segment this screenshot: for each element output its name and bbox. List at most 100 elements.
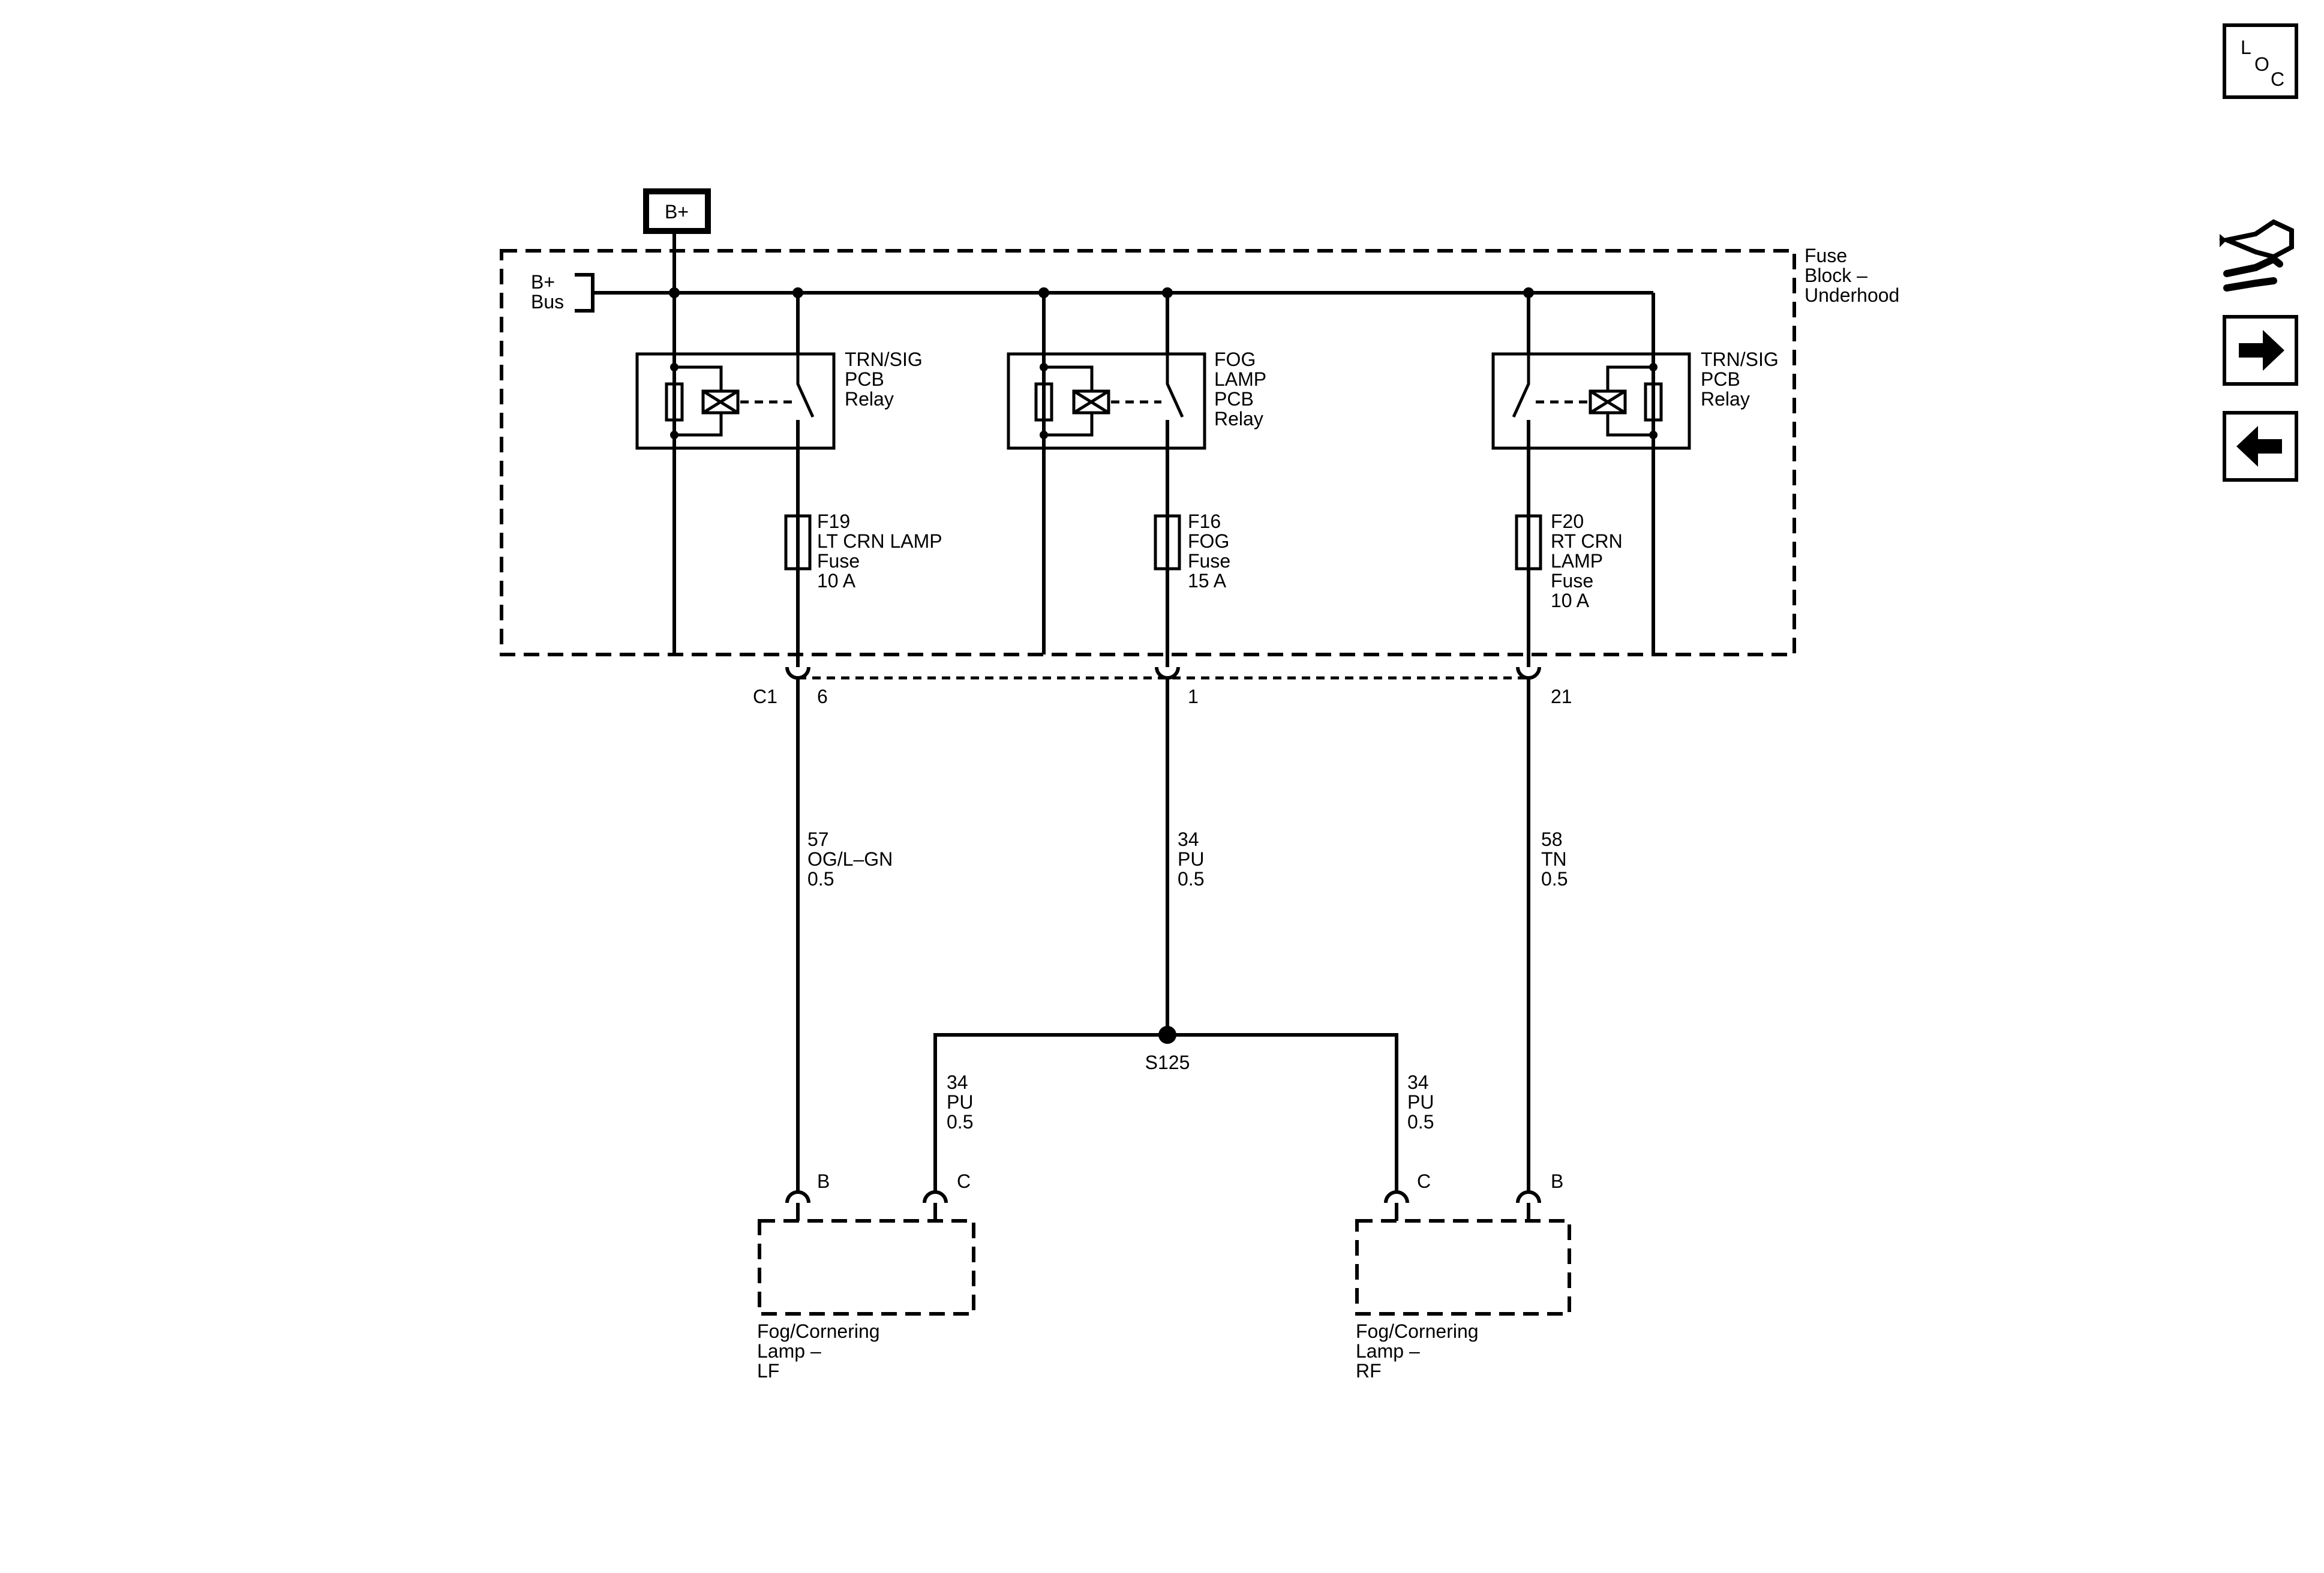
lamp-lf-pin-b — [785, 1190, 810, 1221]
svg-text:15 A: 15 A — [1188, 570, 1227, 592]
fuse-f16-label: F16 FOG Fuse 15 A — [1188, 511, 1230, 592]
svg-text:B+: B+ — [531, 271, 555, 293]
svg-text:0.5: 0.5 — [1407, 1111, 1434, 1133]
svg-text:PCB: PCB — [845, 368, 884, 390]
lamp-rf-label: Fog/Cornering Lamp – RF — [1356, 1320, 1479, 1382]
svg-text:0.5: 0.5 — [947, 1111, 973, 1133]
connector-pin-6-label: 6 — [817, 686, 828, 707]
svg-text:Relay: Relay — [1214, 408, 1263, 430]
svg-text:Fuse: Fuse — [1188, 550, 1230, 572]
previous-page-arrow-icon[interactable] — [2223, 411, 2298, 482]
lamp-lf-pin-c-label: C — [957, 1170, 971, 1192]
fuse-f16 — [1154, 514, 1181, 571]
bus-label: B+ Bus — [531, 271, 564, 313]
svg-text:C: C — [2271, 68, 2284, 90]
svg-text:0.5: 0.5 — [1541, 868, 1568, 890]
svg-text:PU: PU — [1178, 848, 1204, 870]
svg-text:34: 34 — [947, 1071, 968, 1093]
svg-text:PCB: PCB — [1701, 368, 1740, 390]
svg-text:RT CRN: RT CRN — [1551, 530, 1623, 552]
wire-58-label: 58 TN 0.5 — [1541, 828, 1568, 890]
svg-text:FOG: FOG — [1188, 530, 1229, 552]
relay-fog-lamp — [1007, 293, 1206, 655]
svg-text:Fuse: Fuse — [1804, 245, 1847, 266]
wire-34-label-main: 34 PU 0.5 — [1178, 828, 1204, 890]
fuse-f19 — [784, 514, 812, 571]
svg-text:TN: TN — [1541, 848, 1567, 870]
svg-text:34: 34 — [1407, 1071, 1429, 1093]
lamp-rf-pin-b — [1516, 1190, 1541, 1221]
splice-s125-label: S125 — [1145, 1052, 1190, 1073]
lamp-rf-pin-c-label: C — [1417, 1170, 1431, 1192]
svg-text:F16: F16 — [1188, 511, 1221, 532]
svg-text:PU: PU — [1407, 1091, 1434, 1113]
svg-text:PU: PU — [947, 1091, 973, 1113]
wire-34-label-right: 34 PU 0.5 — [1407, 1071, 1434, 1133]
svg-text:L: L — [2241, 37, 2251, 58]
svg-text:58: 58 — [1541, 828, 1563, 850]
svg-text:TRN/SIG: TRN/SIG — [845, 349, 923, 370]
wire-34-label-left: 34 PU 0.5 — [947, 1071, 973, 1133]
svg-text:57: 57 — [807, 828, 829, 850]
connector-c1-label: C1 — [753, 686, 777, 707]
fuse-f20-label: F20 RT CRN LAMP Fuse 10 A — [1551, 511, 1623, 611]
fuse-f19-label: F19 LT CRN LAMP Fuse 10 A — [817, 511, 942, 592]
svg-text:0.5: 0.5 — [807, 868, 834, 890]
svg-text:OG/L–GN: OG/L–GN — [807, 848, 893, 870]
relay-left-label: TRN/SIG PCB Relay — [845, 349, 923, 410]
connector-c1-pin-21 — [1516, 655, 1541, 680]
connector-c1-pin-6 — [785, 655, 810, 680]
fuse-block-outline — [500, 249, 1796, 656]
loc-button[interactable]: L O C — [2223, 23, 2298, 99]
svg-text:Bus: Bus — [531, 291, 564, 313]
lamp-rf-pin-c — [1384, 1190, 1409, 1221]
svg-text:Underhood: Underhood — [1804, 284, 1899, 306]
svg-text:PCB: PCB — [1214, 388, 1254, 410]
svg-text:10 A: 10 A — [817, 570, 856, 592]
svg-text:Fuse: Fuse — [1551, 570, 1593, 592]
fuse-f20 — [1515, 514, 1542, 571]
svg-text:LAMP: LAMP — [1214, 368, 1266, 390]
connector-c1-pin-1 — [1155, 655, 1180, 680]
wire-57-label: 57 OG/L–GN 0.5 — [807, 828, 893, 890]
svg-text:TRN/SIG: TRN/SIG — [1701, 349, 1779, 370]
svg-text:Fog/Cornering: Fog/Cornering — [757, 1320, 880, 1342]
svg-text:Fuse: Fuse — [817, 550, 860, 572]
lamp-rf-pin-b-label: B — [1551, 1170, 1563, 1192]
svg-text:Lamp –: Lamp – — [757, 1340, 821, 1362]
svg-text:RF: RF — [1356, 1360, 1382, 1382]
svg-text:10 A: 10 A — [1551, 590, 1590, 611]
svg-text:Fog/Cornering: Fog/Cornering — [1356, 1320, 1479, 1342]
svg-text:LT CRN LAMP: LT CRN LAMP — [817, 530, 942, 552]
svg-text:F20: F20 — [1551, 511, 1584, 532]
svg-text:F19: F19 — [817, 511, 850, 532]
lamp-lf-label: Fog/Cornering Lamp – LF — [757, 1320, 880, 1382]
power-source-box — [643, 188, 711, 234]
svg-text:Relay: Relay — [1701, 388, 1750, 410]
svg-text:FOG: FOG — [1214, 349, 1256, 370]
lamp-rf-box — [1355, 1219, 1571, 1316]
svg-text:O: O — [2254, 53, 2269, 75]
next-page-arrow-icon[interactable] — [2223, 315, 2298, 386]
svg-text:34: 34 — [1178, 828, 1199, 850]
lamp-lf-pin-b-label: B — [817, 1170, 830, 1192]
component-view-icon[interactable] — [2218, 219, 2294, 292]
relay-fog-label: FOG LAMP PCB Relay — [1214, 349, 1266, 430]
svg-text:Block –: Block – — [1804, 265, 1867, 286]
splice-s125 — [1158, 1026, 1176, 1044]
connector-pin-1-label: 1 — [1188, 686, 1199, 707]
svg-text:Lamp –: Lamp – — [1356, 1340, 1420, 1362]
relay-left-turn-signal — [635, 293, 836, 655]
connector-pin-21-label: 21 — [1551, 686, 1572, 707]
svg-text:0.5: 0.5 — [1178, 868, 1204, 890]
relay-right-turn-signal — [1491, 293, 1691, 655]
svg-text:LF: LF — [757, 1360, 779, 1382]
power-source-label: B+ — [665, 201, 689, 223]
lamp-lf-pin-c — [923, 1190, 948, 1221]
svg-text:LAMP: LAMP — [1551, 550, 1603, 572]
lamp-lf-box — [758, 1219, 975, 1316]
relay-right-label: TRN/SIG PCB Relay — [1701, 349, 1779, 410]
svg-text:Relay: Relay — [845, 388, 894, 410]
fuse-block-label: Fuse Block – Underhood — [1804, 245, 1899, 306]
